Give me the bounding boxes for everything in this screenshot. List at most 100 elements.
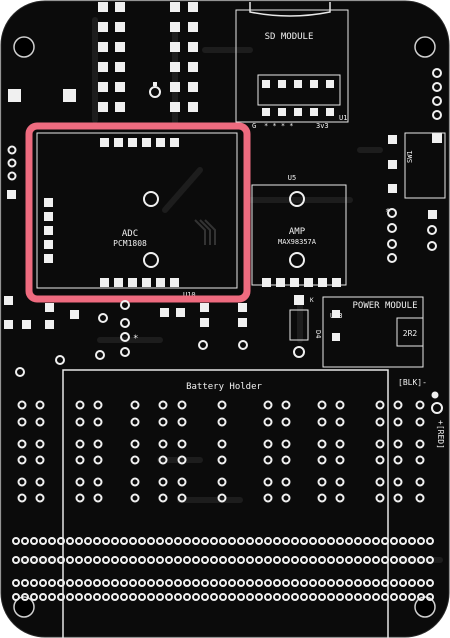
header-pad — [228, 579, 236, 587]
header-pad — [129, 556, 137, 564]
header-pad — [309, 593, 317, 601]
header-pad — [165, 537, 173, 545]
header-pad — [237, 556, 245, 564]
header-pad — [12, 579, 20, 587]
header-pad — [228, 593, 236, 601]
via — [263, 493, 273, 503]
via — [281, 455, 291, 465]
header-pad — [426, 593, 434, 601]
via — [35, 493, 45, 503]
via — [177, 400, 187, 410]
header-pad — [345, 556, 353, 564]
header-pad — [75, 593, 83, 601]
sd-module: SD MODULE G 3v3 U1 * * * * — [235, 2, 349, 130]
via — [93, 439, 103, 449]
header-pad — [30, 593, 38, 601]
header-pad — [381, 593, 389, 601]
header-pad — [273, 556, 281, 564]
header-pad — [183, 593, 191, 601]
header-pad — [426, 579, 434, 587]
header-pad — [237, 593, 245, 601]
header-pad — [174, 537, 182, 545]
header-pad — [381, 556, 389, 564]
via — [75, 477, 85, 487]
header-pad — [39, 537, 47, 545]
header-pad — [210, 537, 218, 545]
via — [177, 455, 187, 465]
u10-label: U10 — [183, 291, 196, 299]
d4-label: D4 — [314, 330, 322, 338]
header-pad — [120, 537, 128, 545]
header-pad — [282, 537, 290, 545]
red-label: +[RED] — [436, 420, 445, 449]
via — [335, 455, 345, 465]
left-square-pad-small — [7, 190, 16, 199]
header-pad — [12, 556, 20, 564]
left-mid-vias — [15, 300, 248, 377]
header-pad — [354, 579, 362, 587]
header-pad — [30, 579, 38, 587]
via — [35, 400, 45, 410]
header-pad — [192, 537, 200, 545]
via — [130, 417, 140, 427]
via — [75, 417, 85, 427]
via — [317, 400, 327, 410]
via — [263, 455, 273, 465]
via — [217, 439, 227, 449]
via — [335, 439, 345, 449]
header-pad — [66, 579, 74, 587]
header-pad — [255, 556, 263, 564]
header-pad — [399, 537, 407, 545]
header-pad — [291, 556, 299, 564]
header-pad — [48, 537, 56, 545]
header-pad — [138, 556, 146, 564]
header-pad — [12, 593, 20, 601]
header-pad — [21, 579, 29, 587]
header-pad — [246, 579, 254, 587]
header-pad — [300, 556, 308, 564]
header-pad — [300, 593, 308, 601]
via — [281, 493, 291, 503]
header-pad — [318, 556, 326, 564]
via — [93, 400, 103, 410]
header-pad — [291, 579, 299, 587]
header-pad — [219, 556, 227, 564]
right-edge-pads — [432, 68, 442, 120]
power-module-label: POWER MODULE — [352, 301, 417, 311]
adc-label: ADC — [122, 229, 138, 239]
via — [17, 400, 27, 410]
header-pad — [372, 556, 380, 564]
square-pad-left-1 — [8, 89, 21, 102]
left-small-pads — [7, 145, 17, 181]
header-pad — [57, 537, 65, 545]
header-pad — [111, 537, 119, 545]
via — [158, 417, 168, 427]
header-pad — [156, 579, 164, 587]
via — [17, 477, 27, 487]
d4-diode: K D4 — [289, 295, 322, 358]
via — [17, 455, 27, 465]
header-pad — [219, 579, 227, 587]
via — [317, 455, 327, 465]
via — [93, 493, 103, 503]
header-pad — [345, 579, 353, 587]
header-pad — [264, 556, 272, 564]
header-pad — [408, 556, 416, 564]
header-pad — [345, 593, 353, 601]
header-pad — [156, 593, 164, 601]
header-pad — [201, 556, 209, 564]
header-pad — [408, 537, 416, 545]
via — [217, 477, 227, 487]
via — [158, 439, 168, 449]
battery-holder-label: Battery Holder — [186, 382, 262, 392]
sd-module-label: SD MODULE — [265, 32, 314, 42]
header-pad — [102, 537, 110, 545]
via — [177, 477, 187, 487]
header-pad — [264, 579, 272, 587]
header-pad — [48, 579, 56, 587]
via — [93, 477, 103, 487]
header-pad — [417, 537, 425, 545]
via — [393, 417, 403, 427]
header-pad — [309, 556, 317, 564]
header-pad — [12, 537, 20, 545]
